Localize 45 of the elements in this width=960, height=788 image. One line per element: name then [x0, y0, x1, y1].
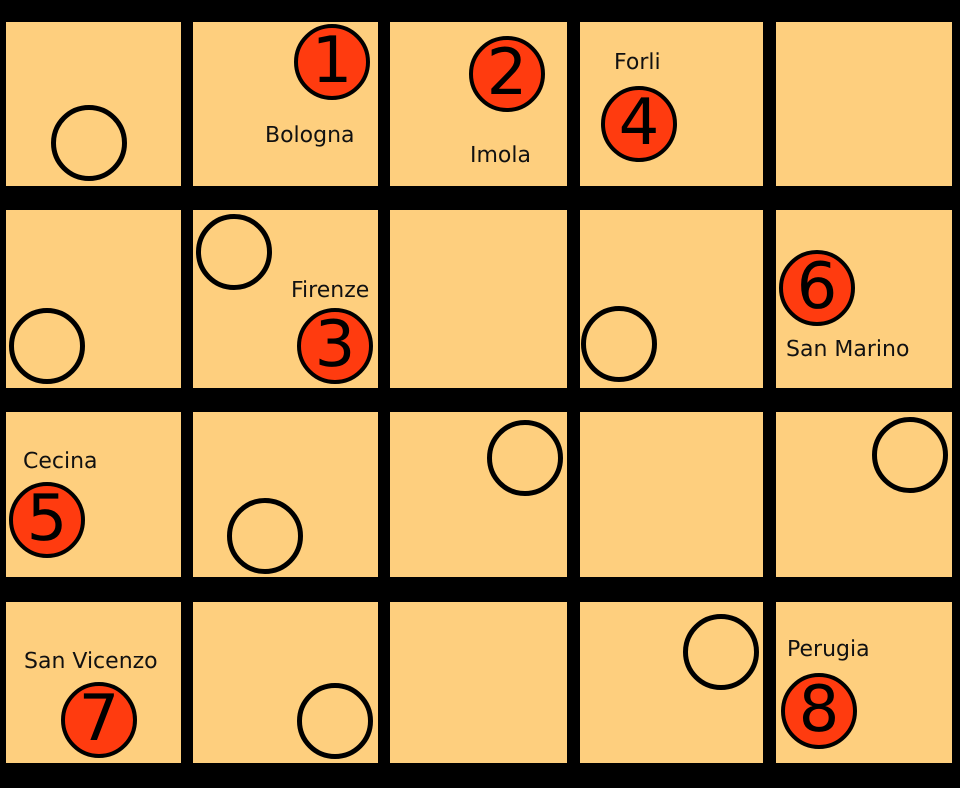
grid-cell — [776, 602, 952, 763]
grid-cell — [6, 22, 181, 186]
grid-cell — [580, 602, 763, 763]
city-label: San Vicenzo — [24, 650, 158, 674]
ring-icon — [683, 614, 759, 690]
city-label: Cecina — [23, 450, 98, 474]
grid-cell — [193, 210, 378, 388]
grid-cell — [193, 412, 378, 577]
ring-icon — [487, 420, 563, 496]
grid-cell — [776, 210, 952, 388]
grid-cell — [390, 412, 567, 577]
grid-cell — [390, 602, 567, 763]
grid-cell — [390, 22, 567, 186]
numbered-marker: 7 — [61, 682, 137, 758]
city-label: Imola — [470, 144, 531, 168]
grid-cell — [193, 602, 378, 763]
numbered-marker: 5 — [9, 482, 85, 558]
city-label: Perugia — [787, 638, 870, 662]
numbered-marker: 2 — [469, 36, 545, 112]
ring-icon — [9, 308, 85, 384]
numbered-marker: 4 — [601, 86, 677, 162]
city-label: San Marino — [786, 338, 910, 362]
grid-cell — [6, 602, 181, 763]
grid-cell — [580, 210, 763, 388]
numbered-marker: 3 — [297, 308, 373, 384]
grid-cell — [193, 22, 378, 186]
ring-icon — [196, 214, 272, 290]
ring-icon — [227, 498, 303, 574]
ring-icon — [581, 306, 657, 382]
grid-cell — [776, 22, 952, 186]
numbered-marker: 6 — [779, 250, 855, 326]
grid-cell — [6, 210, 181, 388]
numbered-marker: 8 — [781, 673, 857, 749]
grid-cell — [580, 22, 763, 186]
city-label: Firenze — [291, 279, 370, 303]
city-label: Bologna — [265, 124, 355, 148]
grid-cell — [580, 412, 763, 577]
city-label: Forli — [614, 51, 661, 75]
grid-cell — [776, 412, 952, 577]
ring-icon — [51, 105, 127, 181]
ring-icon — [872, 417, 948, 493]
grid-cell — [6, 412, 181, 577]
ring-icon — [297, 683, 373, 759]
grid-cell — [390, 210, 567, 388]
numbered-marker: 1 — [294, 24, 370, 100]
